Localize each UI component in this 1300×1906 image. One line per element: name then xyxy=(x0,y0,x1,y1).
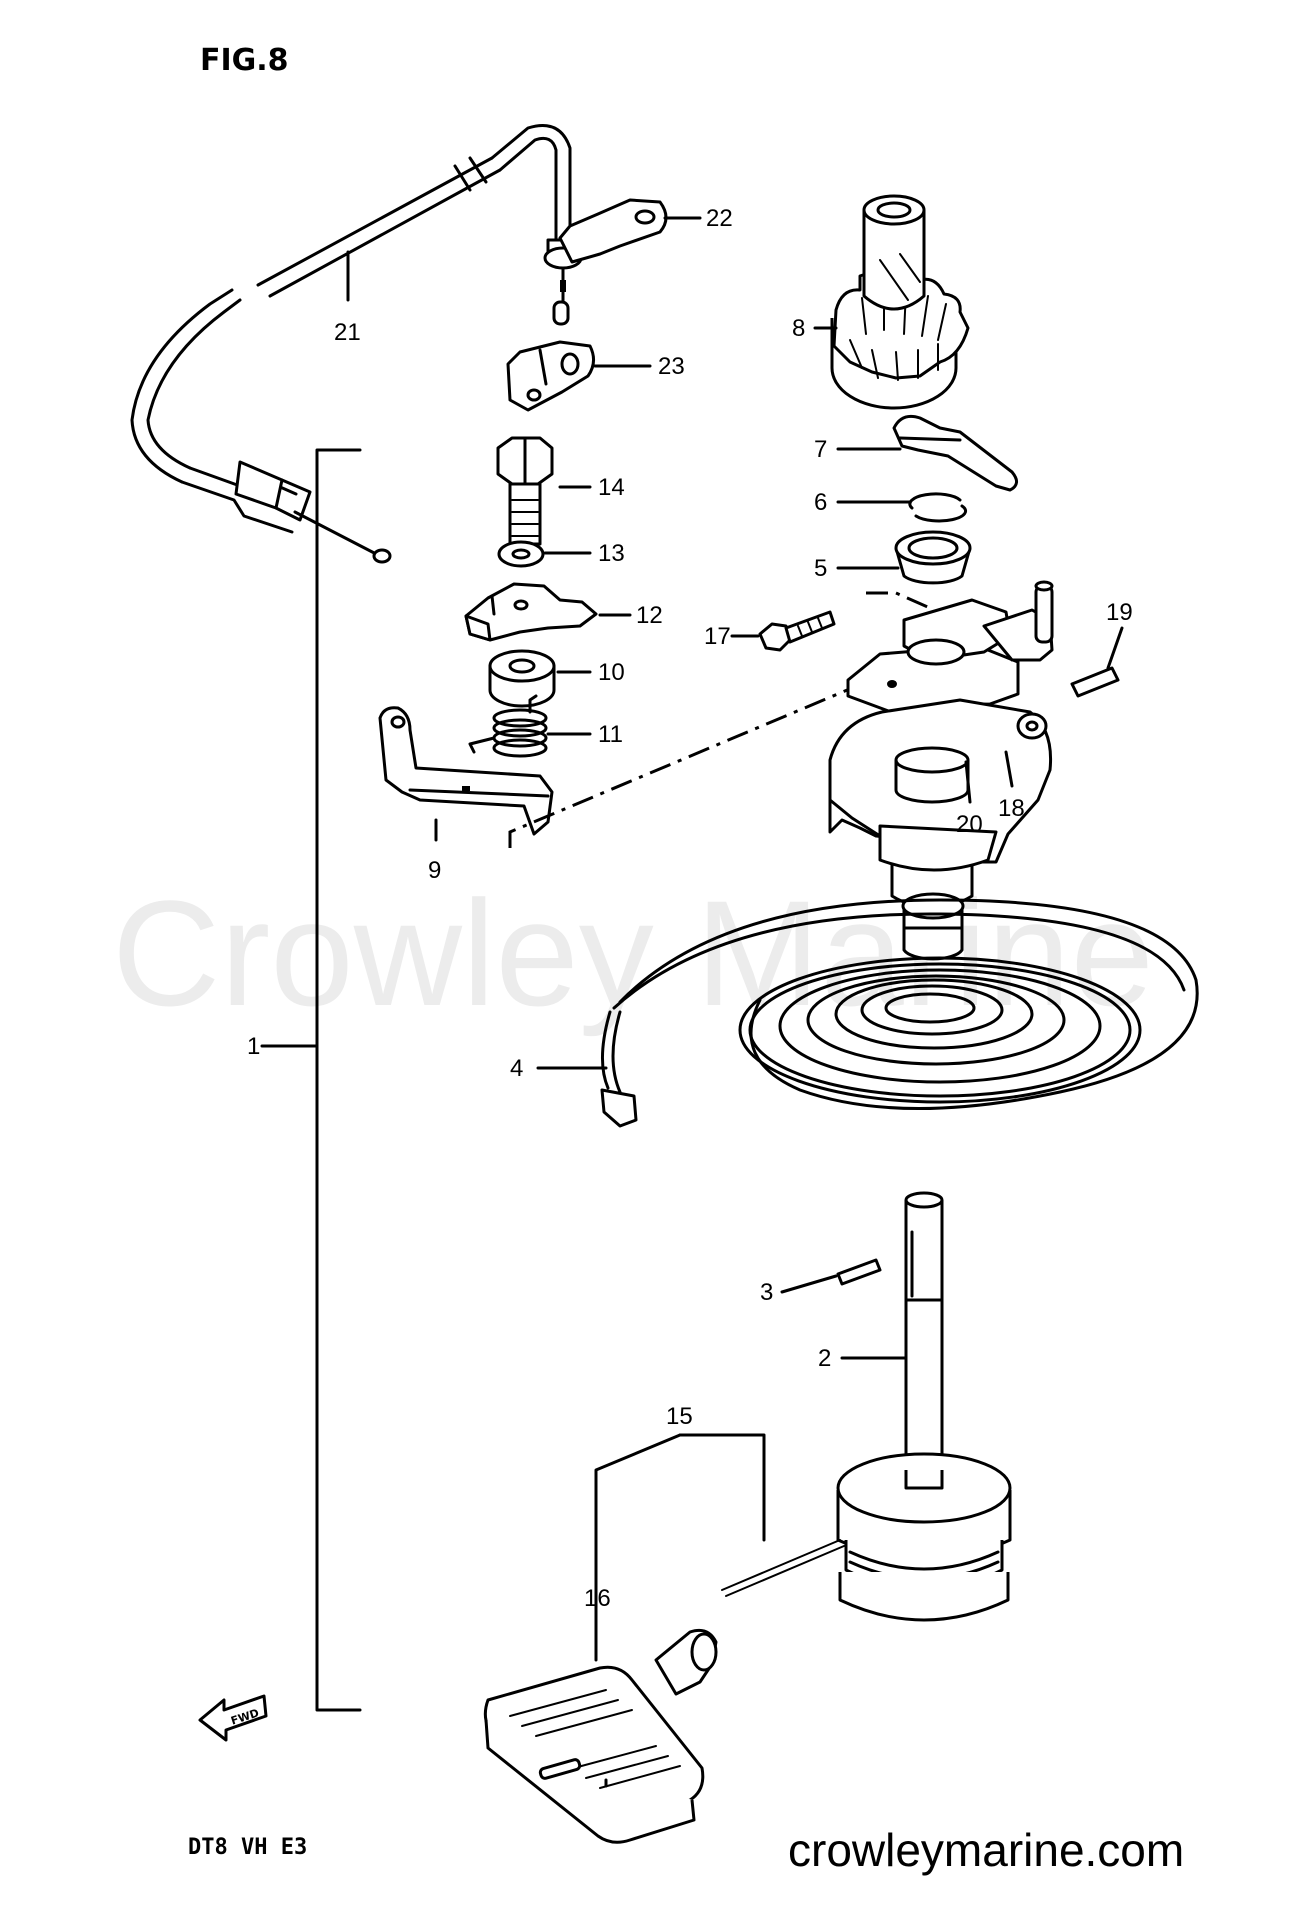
callout-7: 7 xyxy=(814,436,827,463)
callout-16: 16 xyxy=(584,1585,611,1612)
callout-5: 5 xyxy=(814,555,827,582)
leader-lines xyxy=(260,216,1124,1788)
callout-6: 6 xyxy=(814,489,827,516)
part-17-bolt xyxy=(758,610,836,652)
starter-body xyxy=(828,580,1054,961)
callout-21: 21 xyxy=(334,319,361,346)
fwd-arrow-icon: FWD xyxy=(198,1694,268,1742)
callout-20: 20 xyxy=(956,811,983,838)
model-code: DT8 VH E3 xyxy=(188,1835,307,1860)
part-5-bushing xyxy=(894,530,972,585)
part-12-lever xyxy=(464,582,598,642)
part-8-gear xyxy=(830,194,970,410)
part-19-pin xyxy=(1070,666,1120,698)
part-9-mounting-plate xyxy=(378,706,554,836)
part-22-cable-bracket xyxy=(558,198,668,264)
callout-10: 10 xyxy=(598,659,625,686)
assembly-bracket-1 xyxy=(315,448,362,1712)
part-11-spring xyxy=(468,694,548,758)
figure-title: FIG.8 xyxy=(200,43,289,78)
callout-3: 3 xyxy=(760,1279,773,1306)
callout-labels: 1 2 3 4 5 6 7 8 9 10 11 12 13 14 15 16 1… xyxy=(247,205,1133,1612)
callout-19: 19 xyxy=(1106,599,1133,626)
callout-8: 8 xyxy=(792,315,805,342)
part-13-washer xyxy=(497,540,545,568)
callout-4: 4 xyxy=(510,1055,523,1082)
part-6-circlip xyxy=(908,492,968,523)
part-4-recoil-spring xyxy=(600,898,1199,1128)
watermark-text: Crowley Marine xyxy=(112,869,1154,1037)
callout-1: 1 xyxy=(247,1033,260,1060)
callout-9: 9 xyxy=(428,857,441,884)
part-16-starter-handle xyxy=(483,1539,845,1844)
callout-2: 2 xyxy=(818,1345,831,1372)
assembly-bracket-15 xyxy=(594,1433,766,1662)
part-7-clip xyxy=(892,414,1018,492)
callout-14: 14 xyxy=(598,474,625,501)
callout-13: 13 xyxy=(598,540,625,567)
part-23-cable-clamp xyxy=(506,340,595,412)
reference-line-2 xyxy=(866,591,931,610)
part-3-key xyxy=(836,1258,882,1286)
callout-11: 11 xyxy=(598,721,623,748)
part-2-shaft-pulley xyxy=(836,1191,1012,1622)
callout-22: 22 xyxy=(706,205,733,232)
reference-line xyxy=(508,670,891,848)
callout-12: 12 xyxy=(636,602,663,629)
website-url: crowleymarine.com xyxy=(788,1824,1184,1876)
callout-23: 23 xyxy=(658,353,685,380)
part-10-collar xyxy=(488,649,556,708)
part-14-bolt xyxy=(496,436,554,546)
callout-15: 15 xyxy=(666,1403,693,1430)
callout-18: 18 xyxy=(998,795,1025,822)
callout-17: 17 xyxy=(704,623,731,650)
